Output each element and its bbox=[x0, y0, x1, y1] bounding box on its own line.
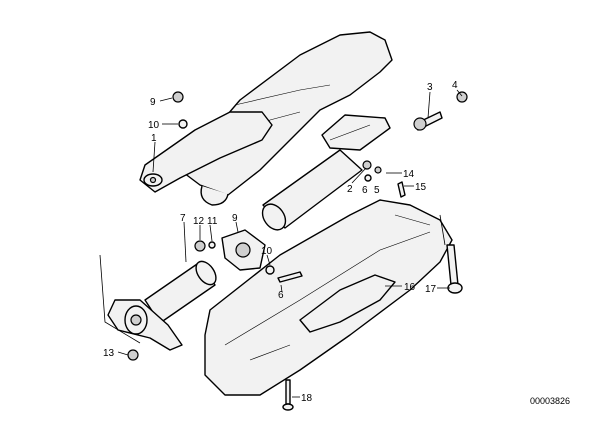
callout-5: 5 bbox=[374, 185, 380, 196]
callout-4: 4 bbox=[452, 80, 458, 91]
callout-12: 12 bbox=[193, 216, 205, 227]
document-number: 00003826 bbox=[530, 396, 570, 406]
callout-9-top: 9 bbox=[150, 97, 156, 108]
column-tube bbox=[261, 149, 363, 231]
bearing-housing bbox=[221, 229, 266, 271]
callout-10-top: 10 bbox=[148, 120, 160, 131]
callout-9-mid: 9 bbox=[232, 213, 238, 224]
callouts: 9 10 1 3 4 14 15 2 6 5 7 12 11 9 10 6 16… bbox=[103, 80, 458, 404]
hardware bbox=[127, 91, 468, 411]
upper-trim-cover bbox=[179, 31, 393, 206]
callout-6-lower: 6 bbox=[278, 290, 284, 301]
callout-15: 15 bbox=[415, 182, 427, 193]
callout-7: 7 bbox=[180, 213, 186, 224]
lower-trim-cover bbox=[204, 199, 453, 396]
callout-11: 11 bbox=[207, 216, 218, 227]
callout-1: 1 bbox=[151, 133, 157, 144]
leader-lines bbox=[99, 89, 463, 398]
support-bracket bbox=[139, 111, 273, 193]
callout-6-upper: 6 bbox=[362, 185, 368, 196]
callout-14: 14 bbox=[403, 169, 415, 180]
callout-2: 2 bbox=[347, 184, 353, 195]
callout-16: 16 bbox=[404, 282, 416, 293]
lock-plate bbox=[321, 114, 391, 151]
callout-10-mid: 10 bbox=[261, 246, 273, 257]
callout-18: 18 bbox=[301, 393, 313, 404]
callout-13: 13 bbox=[103, 348, 115, 359]
mounting-flange bbox=[107, 299, 183, 351]
callout-3: 3 bbox=[427, 82, 433, 93]
callout-17: 17 bbox=[425, 284, 437, 295]
